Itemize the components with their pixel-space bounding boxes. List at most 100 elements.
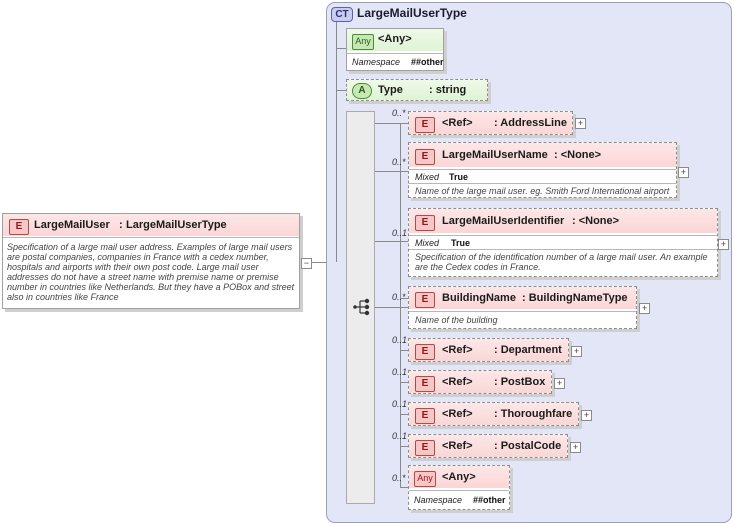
namespace-key: Namespace: [352, 57, 401, 67]
connector-line: [336, 48, 346, 49]
element-header: [409, 287, 636, 309]
occurrence-label: 0..1: [392, 335, 408, 345]
any-wildcard-label: <Any>: [378, 33, 412, 45]
element-ref: <Ref>: [442, 344, 473, 356]
root-element-name: LargeMailUser: [34, 219, 110, 231]
element-icon: E: [415, 149, 435, 165]
expand-toggle[interactable]: +: [581, 410, 592, 421]
connector-line: [401, 446, 408, 447]
element-name: BuildingName: [442, 292, 516, 304]
occurrence-label: 0..*: [392, 292, 406, 302]
any-icon: Any: [352, 34, 374, 50]
root-element-separator: :: [119, 219, 123, 231]
connector-line: [401, 487, 408, 488]
element-divider: [409, 183, 676, 184]
expand-toggle[interactable]: +: [570, 442, 581, 453]
any-wildcard-divider: [347, 53, 443, 54]
occurrence-label: 0..1: [392, 228, 408, 238]
element-header: [409, 209, 717, 233]
namespace-key: Namespace: [414, 495, 463, 505]
root-element-type: LargeMailUserType: [126, 219, 227, 231]
element-header: [409, 435, 567, 457]
expand-toggle[interactable]: +: [554, 378, 565, 389]
child-element-largemailuseridentifier[interactable]: E LargeMailUserIdentifier : <None> Mixed…: [408, 208, 718, 277]
element-ref: <Ref>: [442, 440, 473, 452]
root-element-box[interactable]: E LargeMailUser : LargeMailUserType Spec…: [2, 213, 300, 309]
element-ref: <Ref>: [442, 117, 473, 129]
expand-toggle[interactable]: +: [639, 303, 650, 314]
child-any-wildcard[interactable]: Any <Any> Namespace ##other: [408, 465, 510, 510]
expand-toggle[interactable]: +: [678, 167, 689, 178]
child-element-postalcode[interactable]: E <Ref> : PostalCode: [408, 434, 568, 458]
element-divider: [409, 169, 676, 170]
expand-toggle[interactable]: +: [571, 346, 582, 357]
child-element-addressline[interactable]: E <Ref> : AddressLine: [408, 111, 573, 135]
connector-line: [375, 307, 408, 308]
element-icon: E: [415, 215, 435, 231]
attribute-name: Type: [378, 84, 403, 96]
element-name: : Department: [494, 344, 562, 356]
complex-type-icon: CT: [331, 7, 353, 22]
mixed-value: True: [451, 238, 471, 248]
element-documentation: Specification of the identification numb…: [415, 252, 708, 272]
occurrence-label: 0..*: [392, 157, 406, 167]
connector-line: [375, 171, 408, 172]
element-icon: E: [415, 117, 435, 133]
collapse-toggle[interactable]: −: [301, 258, 312, 269]
root-element-documentation: Specification of a large mail user addre…: [7, 242, 295, 302]
any-wildcard-divider: [409, 490, 509, 491]
occurrence-label: 0..*: [392, 473, 406, 483]
element-name: LargeMailUserIdentifier: [442, 215, 565, 227]
attribute-icon: A: [352, 83, 372, 99]
child-element-thoroughfare[interactable]: E <Ref> : Thoroughfare: [408, 402, 579, 426]
element-name: LargeMailUserName: [442, 149, 548, 161]
attribute-box[interactable]: A Type : string: [346, 79, 488, 101]
element-header: [409, 339, 568, 361]
element-documentation: Name of the large mail user. eg. Smith F…: [415, 186, 670, 196]
any-wildcard-box[interactable]: Any <Any> Namespace ##other: [346, 28, 444, 71]
connector-line: [401, 382, 408, 383]
element-documentation: Name of the building: [415, 315, 498, 325]
element-type: : <None>: [572, 215, 620, 227]
complex-type-title: LargeMailUserType: [357, 6, 467, 20]
child-element-largemailusername[interactable]: E LargeMailUserName : <None> Mixed True …: [408, 142, 677, 198]
element-header: [409, 403, 578, 425]
child-element-department[interactable]: E <Ref> : Department: [408, 338, 569, 362]
connector-line: [401, 298, 408, 299]
element-icon: E: [415, 376, 435, 392]
occurrence-label: 0..1: [392, 367, 408, 377]
namespace-value: ##other: [411, 57, 444, 67]
element-icon: E: [415, 440, 435, 456]
element-type: : BuildingNameType: [522, 292, 628, 304]
element-name: : Thoroughfare: [494, 408, 573, 420]
element-icon: E: [9, 219, 29, 235]
element-icon: E: [415, 292, 435, 308]
element-divider: [409, 249, 717, 250]
connector-line: [375, 123, 408, 124]
element-icon: E: [415, 344, 435, 360]
element-ref: <Ref>: [442, 376, 473, 388]
child-element-postbox[interactable]: E <Ref> : PostBox: [408, 370, 552, 394]
element-divider: [409, 311, 636, 312]
element-name: : PostalCode: [494, 440, 562, 452]
expand-toggle[interactable]: +: [718, 239, 729, 250]
element-header: [409, 371, 551, 393]
element-type: : <None>: [554, 149, 602, 161]
connector-line: [336, 22, 337, 262]
namespace-value: ##other: [473, 495, 506, 505]
root-element-header: [3, 214, 299, 236]
element-ref: <Ref>: [442, 408, 473, 420]
connector-line: [375, 241, 408, 242]
any-wildcard-label: <Any>: [442, 471, 476, 483]
occurrence-label: 0..*: [392, 108, 406, 118]
connector-line: [400, 123, 401, 488]
occurrence-label: 0..1: [392, 399, 408, 409]
connector-line: [401, 350, 408, 351]
expand-toggle[interactable]: +: [575, 118, 586, 129]
any-icon: Any: [414, 471, 436, 487]
element-name: : PostBox: [494, 376, 546, 388]
child-element-buildingname[interactable]: E BuildingName : BuildingNameType Name o…: [408, 286, 637, 329]
element-header: [409, 112, 572, 134]
occurrence-label: 0..1: [392, 431, 408, 441]
connector-line: [401, 414, 408, 415]
